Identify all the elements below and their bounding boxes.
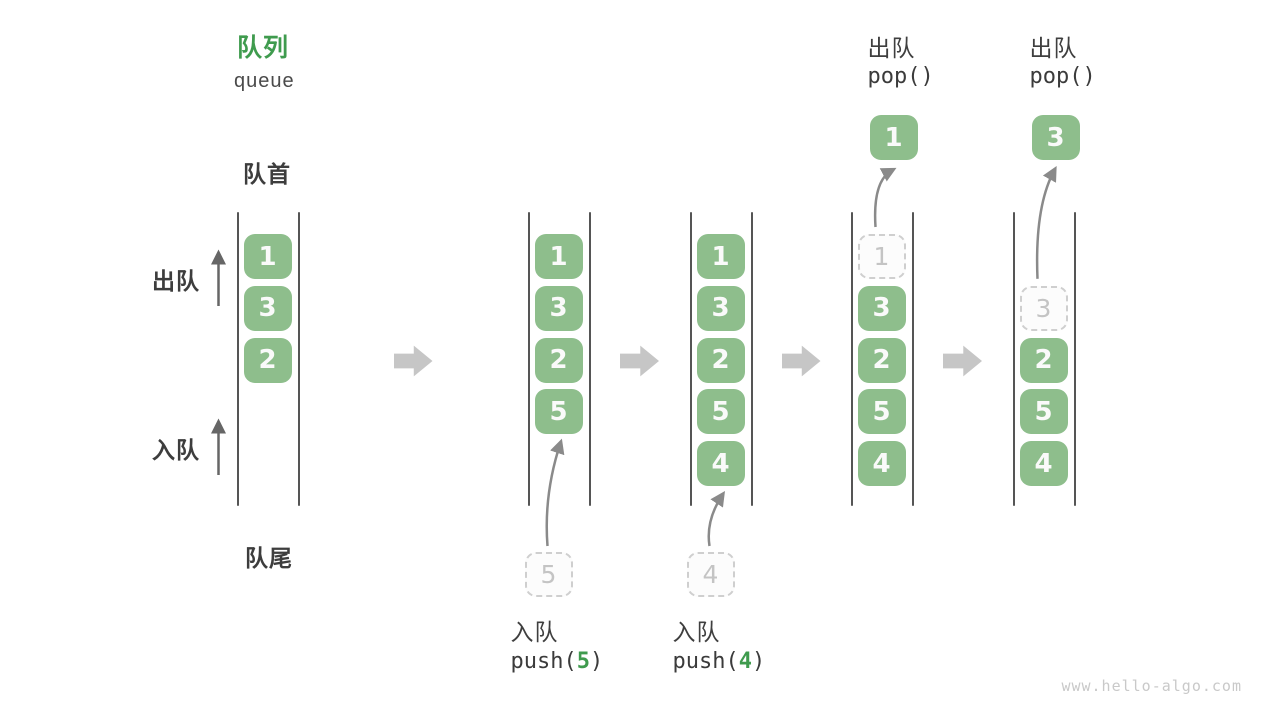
- diagram-title-zh: 队列: [237, 34, 290, 62]
- element-move-arrow: [545, 438, 565, 547]
- queue-rear-label: 队尾: [245, 545, 293, 571]
- queue-wall-right: [1073, 212, 1076, 506]
- incoming-element-box: 5: [524, 552, 573, 597]
- op-code-prefix: pop(: [1029, 64, 1083, 89]
- queue-wall-left: [527, 212, 530, 506]
- queue-wall-right: [588, 212, 591, 506]
- queue-element-box: 3: [243, 285, 292, 331]
- queue-element-box: 5: [857, 389, 906, 435]
- state-transition-arrow: [781, 345, 821, 377]
- queue-element-box: 5: [1019, 389, 1068, 435]
- dequeued-ghost-box: 3: [1019, 285, 1068, 331]
- op-label-zh: 入队: [510, 619, 559, 645]
- queue-element-box: 2: [1019, 337, 1068, 383]
- popped-element-box: 3: [1031, 115, 1080, 160]
- queue-front-label: 队首: [243, 161, 291, 187]
- queue-element-box: 5: [534, 389, 583, 435]
- popped-element-box: 1: [869, 115, 918, 160]
- watermark: www.hello-algo.com: [1061, 677, 1242, 695]
- queue-element-box: 1: [696, 234, 745, 279]
- queue-element-box: 2: [857, 337, 906, 383]
- queue-element-box: 3: [857, 285, 906, 331]
- dequeued-ghost-box: 1: [857, 234, 906, 279]
- queue-wall-left: [236, 212, 239, 506]
- op-label-code: pop(): [1030, 64, 1096, 89]
- queue-element-box: 1: [243, 234, 292, 279]
- queue-element-box: 3: [534, 285, 583, 331]
- state-transition-arrow: [393, 345, 433, 377]
- element-move-arrow: [873, 167, 897, 228]
- queue-wall-right: [750, 212, 753, 506]
- op-code-prefix: push(: [510, 649, 577, 674]
- op-code-suffix: ): [1082, 64, 1096, 89]
- op-label-zh: 入队: [672, 619, 721, 645]
- op-code-argument: 5: [576, 649, 590, 674]
- op-code-prefix: pop(: [867, 64, 921, 89]
- op-code-prefix: push(: [672, 649, 739, 674]
- queue-wall-left: [689, 212, 692, 506]
- op-label-code: push(4): [673, 649, 766, 674]
- op-label-code: push(5): [511, 649, 604, 674]
- op-code-suffix: ): [751, 649, 766, 674]
- queue-element-box: 1: [534, 234, 583, 279]
- queue-wall-left: [1012, 212, 1015, 506]
- element-move-arrow: [707, 490, 725, 547]
- queue-element-box: 4: [1019, 441, 1068, 487]
- queue-wall-right: [911, 212, 914, 506]
- queue-element-box: 5: [696, 389, 745, 435]
- queue-element-box: 4: [696, 441, 745, 487]
- enqueue-side-label: 入队: [152, 437, 200, 463]
- queue-element-box: 2: [243, 337, 292, 383]
- queue-element-box: 2: [534, 337, 583, 383]
- op-code-suffix: ): [589, 649, 604, 674]
- op-code-suffix: ): [920, 64, 934, 89]
- element-move-arrow: [1035, 166, 1057, 279]
- state-transition-arrow: [943, 345, 982, 377]
- op-label-zh: 出队: [1029, 35, 1078, 61]
- queue-element-box: 4: [857, 441, 906, 487]
- op-label-code: pop(): [868, 64, 934, 89]
- queue-element-box: 2: [696, 337, 745, 383]
- diagram-title-en: queue: [234, 70, 295, 92]
- queue-wall-right: [297, 212, 300, 506]
- state-transition-arrow: [620, 345, 659, 377]
- incoming-element-box: 4: [686, 552, 735, 597]
- queue-element-box: 3: [696, 285, 745, 331]
- op-code-argument: 4: [738, 649, 752, 674]
- dequeue-side-label: 出队: [152, 268, 200, 294]
- op-label-zh: 出队: [867, 35, 916, 61]
- queue-wall-left: [850, 212, 853, 506]
